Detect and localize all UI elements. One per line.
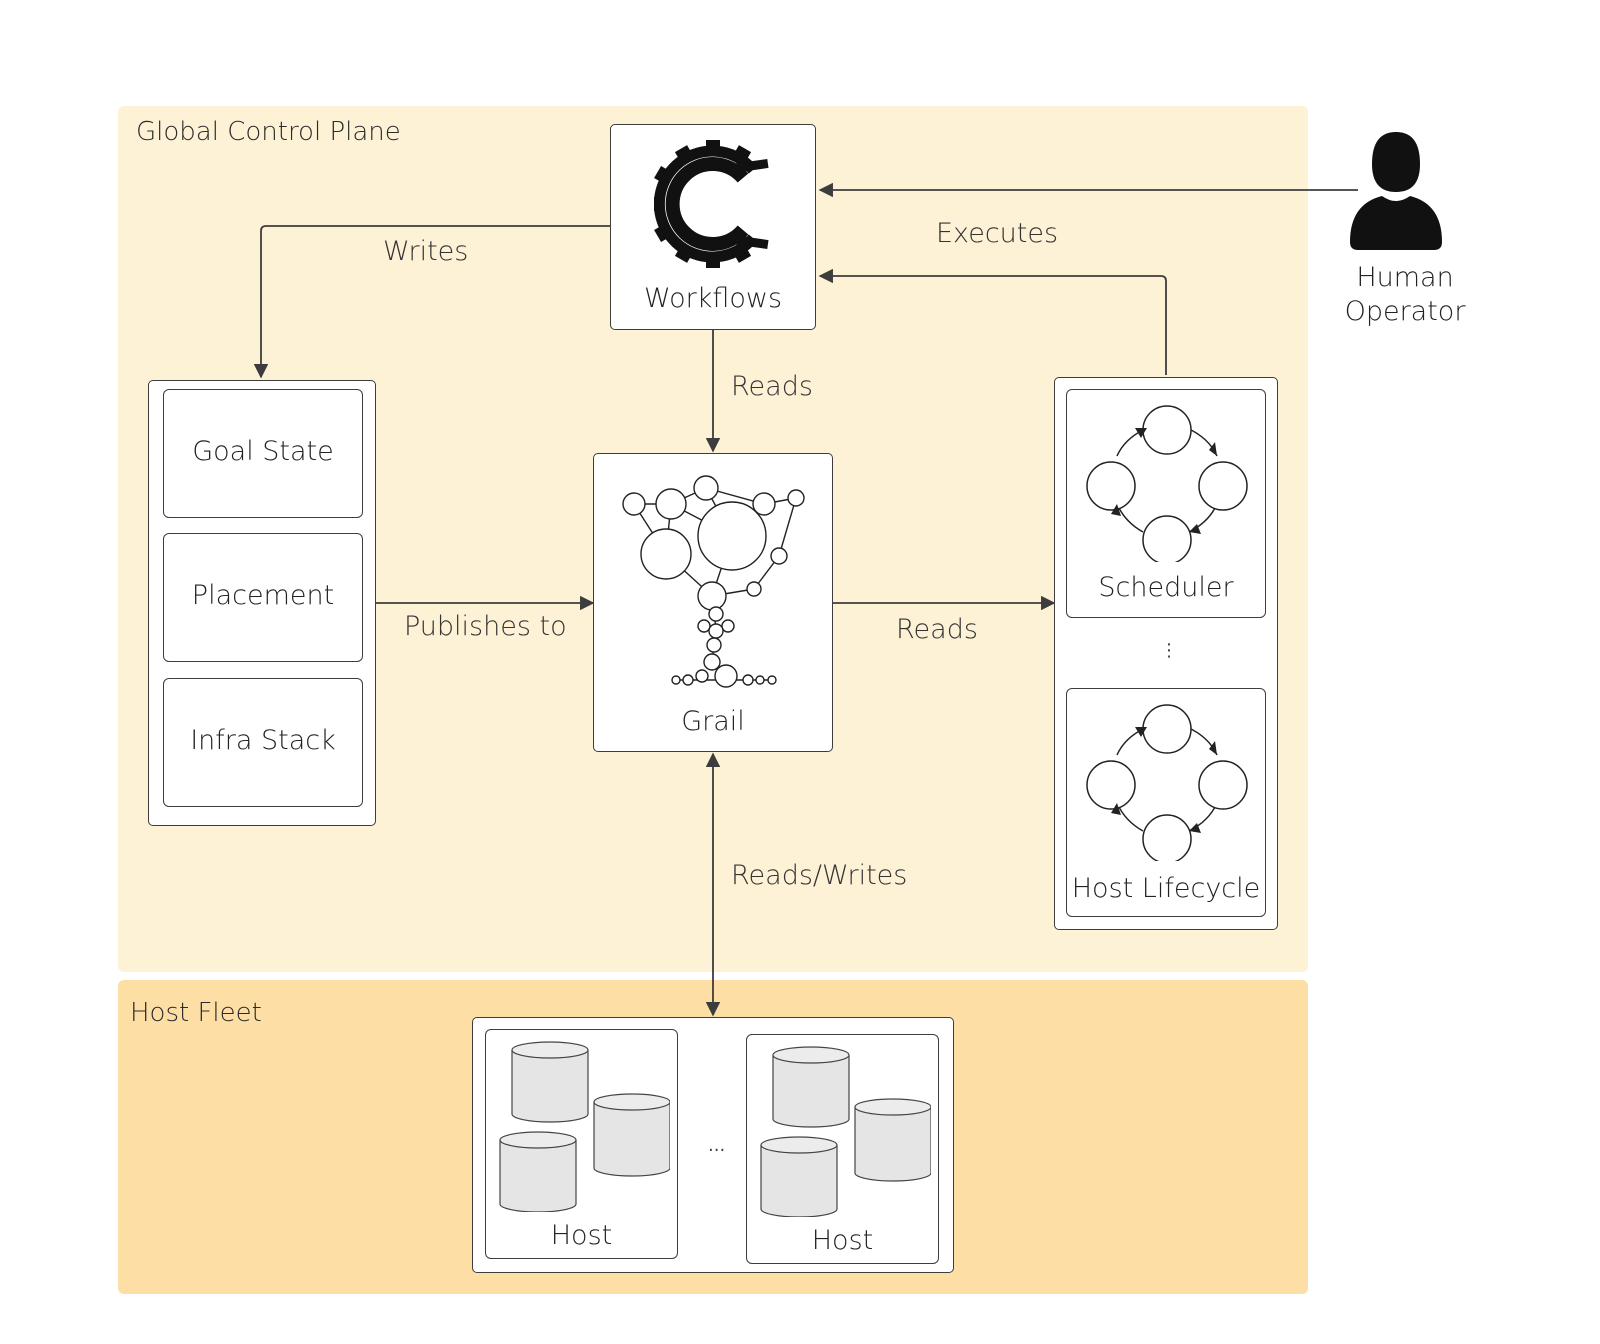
host-node-1: Host <box>485 1029 678 1259</box>
goal-state-node: Goal State <box>163 389 363 518</box>
placement-label: Placement <box>191 580 335 611</box>
human-operator-icon <box>1350 132 1442 250</box>
scheduler-label: Scheduler <box>1098 572 1234 603</box>
hosts-ellipsis: ... <box>708 1135 726 1156</box>
grail-node: Grail <box>593 453 833 752</box>
scheduler-node: Scheduler <box>1066 389 1266 618</box>
host-fleet-label: Host Fleet <box>130 998 262 1028</box>
workflows-label: Workflows <box>643 283 783 314</box>
goal-state-label: Goal State <box>192 436 334 467</box>
infra-stack-node: Infra Stack <box>163 678 363 807</box>
host-label-1: Host <box>550 1220 613 1251</box>
database-cylinders-icon <box>499 1041 670 1212</box>
reads-edge-label-2: Reads <box>896 614 978 645</box>
writes-arrow <box>253 225 610 379</box>
reads-writes-edge-label: Reads/Writes <box>731 860 908 891</box>
graph-tree-icon <box>622 475 805 688</box>
reads-edge-label: Reads <box>731 371 813 402</box>
loops-ellipsis: ⋮ <box>1160 640 1178 661</box>
gear-c-icon <box>654 140 769 268</box>
host-lifecycle-label: Host Lifecycle <box>1071 873 1261 904</box>
cycle-loop-icon <box>1086 405 1248 562</box>
host-label-2: Host <box>811 1225 874 1256</box>
host-node-2: Host <box>746 1034 939 1264</box>
placement-node: Placement <box>163 533 363 662</box>
executes-edge-label: Executes <box>936 218 1059 249</box>
database-cylinders-icon <box>760 1046 931 1217</box>
human-operator-label-1: Human <box>1356 262 1454 293</box>
host-lifecycle-node: Host Lifecycle <box>1066 688 1266 917</box>
global-control-plane-label: Global Control Plane <box>136 117 401 147</box>
infra-stack-label: Infra Stack <box>190 725 336 756</box>
executes-arrow <box>818 268 1167 375</box>
publishes-to-edge-label: Publishes to <box>404 611 567 642</box>
human-operator-label-2: Operator <box>1344 296 1466 327</box>
grail-label: Grail <box>681 706 745 737</box>
workflows-node: Workflows <box>610 124 816 330</box>
writes-edge-label: Writes <box>383 236 469 267</box>
cycle-loop-icon <box>1086 704 1248 861</box>
